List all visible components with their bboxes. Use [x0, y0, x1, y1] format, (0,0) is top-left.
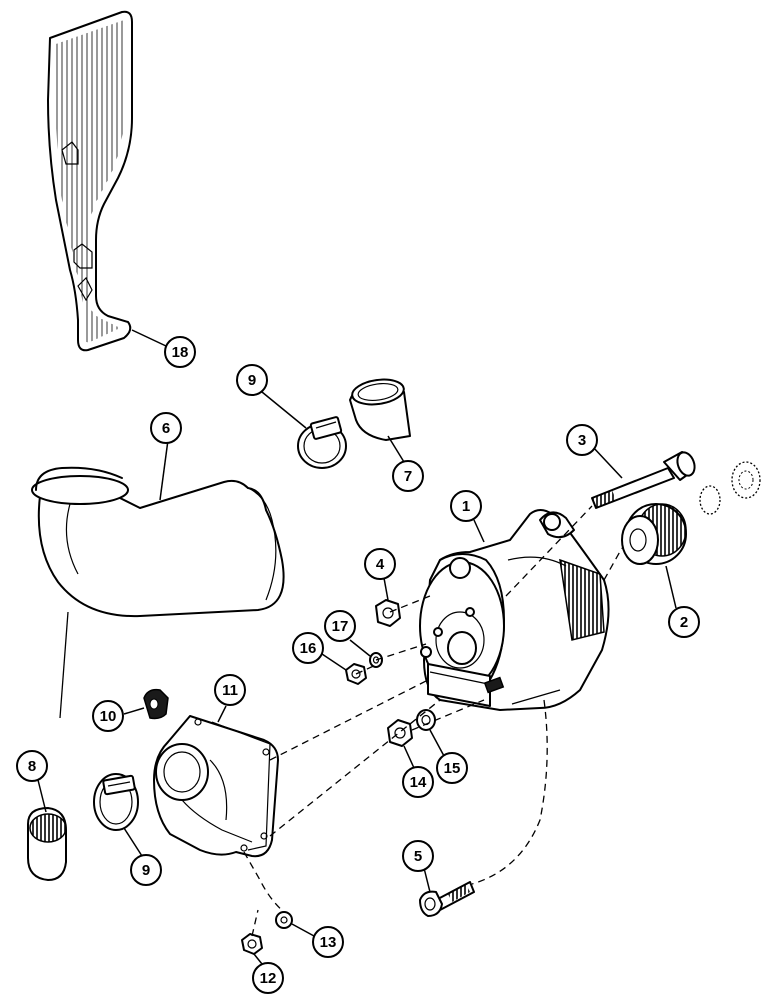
bolt-3: [591, 451, 696, 509]
svg-text:5: 5: [414, 848, 422, 865]
callouts: 1 2 3 4 5 6 7 8 9 9 10 11 12 13 14 15 16: [16, 329, 700, 994]
end-cap-8: [27, 807, 67, 881]
callout-14: 14: [402, 766, 434, 798]
elbow-duct-6: [31, 466, 285, 618]
svg-text:13: 13: [320, 934, 337, 951]
nut-14: [387, 719, 413, 747]
callout-3: 3: [566, 424, 598, 456]
bolt-5: [419, 881, 475, 917]
svg-text:10: 10: [100, 708, 117, 725]
callout-10: 10: [92, 700, 124, 732]
svg-text:2: 2: [680, 614, 688, 631]
phantom-washers: [699, 461, 761, 515]
svg-text:8: 8: [28, 758, 36, 775]
svg-text:16: 16: [300, 640, 317, 657]
svg-text:18: 18: [172, 344, 189, 361]
callout-13: 13: [312, 926, 344, 958]
washer-15: [416, 709, 436, 731]
callout-2: 2: [668, 606, 700, 638]
housing-11: [153, 715, 279, 858]
callout-4: 4: [364, 548, 396, 580]
grommet-10: [143, 688, 169, 720]
svg-text:1: 1: [462, 498, 470, 515]
washer-17: [369, 652, 383, 668]
callout-15: 15: [436, 752, 468, 784]
svg-text:4: 4: [376, 556, 385, 573]
svg-text:11: 11: [222, 682, 238, 699]
pulley-2: [621, 503, 687, 565]
sleeve-7: [349, 378, 411, 441]
callout-9-lower: 9: [130, 854, 162, 886]
svg-text:6: 6: [162, 420, 170, 437]
callout-5: 5: [402, 840, 434, 872]
callout-8: 8: [16, 750, 48, 782]
nut-12: [241, 933, 263, 955]
svg-text:3: 3: [578, 432, 586, 449]
callout-6: 6: [150, 412, 182, 444]
svg-text:14: 14: [410, 774, 427, 791]
svg-text:12: 12: [260, 970, 277, 987]
nut-4: [375, 599, 401, 627]
callout-18: 18: [164, 336, 196, 368]
hose-clamp-9-upper: [297, 416, 347, 469]
callout-11: 11: [214, 674, 246, 706]
alternator-1: [419, 509, 610, 711]
callout-12: 12: [252, 962, 284, 994]
washer-13: [275, 911, 293, 929]
svg-text:9: 9: [248, 372, 256, 389]
svg-text:17: 17: [332, 618, 349, 635]
svg-text:9: 9: [142, 862, 150, 879]
callout-7: 7: [392, 460, 424, 492]
callout-16: 16: [292, 632, 324, 664]
heat-shield-18: [47, 10, 133, 352]
assembly-lines: [59, 505, 623, 937]
hose-clamp-9-lower: [93, 773, 139, 831]
svg-text:15: 15: [444, 760, 461, 777]
callout-9-upper: 9: [236, 364, 268, 396]
callout-17: 17: [324, 610, 356, 642]
callout-1: 1: [450, 490, 482, 522]
svg-text:7: 7: [404, 468, 412, 485]
